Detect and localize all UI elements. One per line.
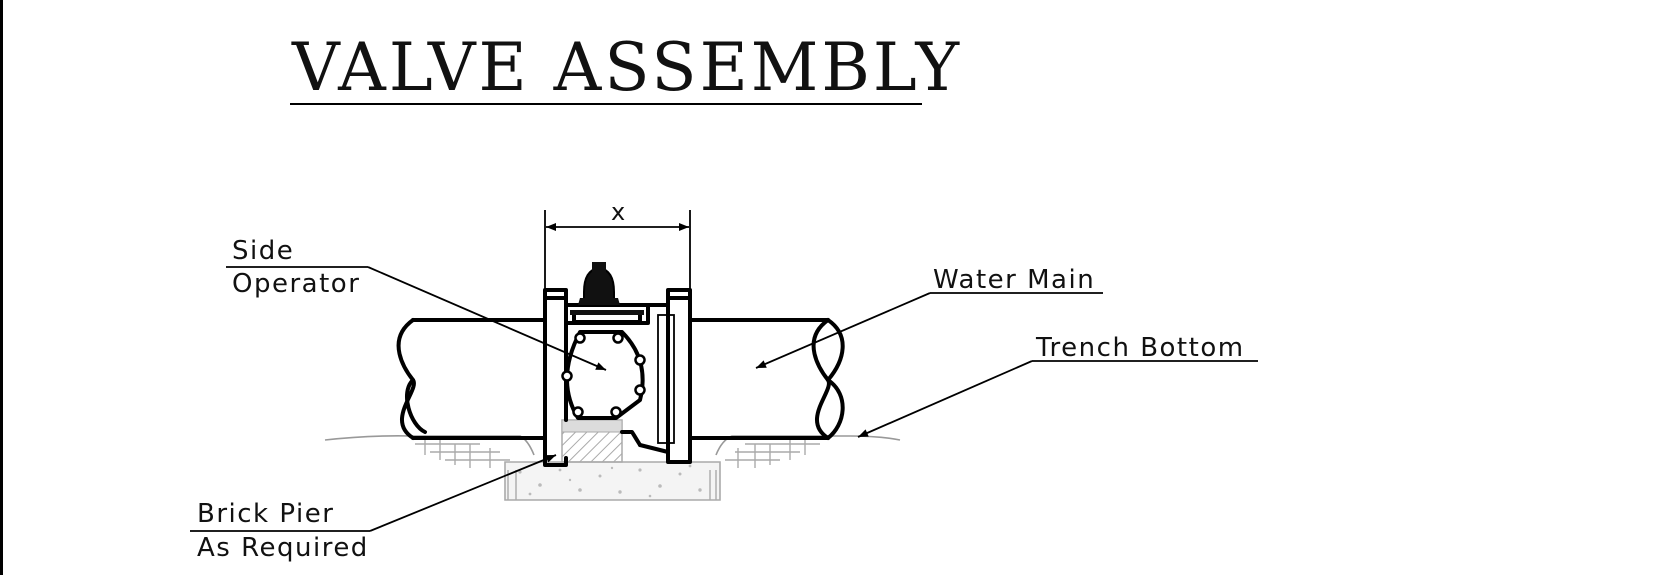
concrete-bedding xyxy=(504,461,721,501)
valve-body xyxy=(543,288,692,467)
callout-water-main-label: Water Main xyxy=(933,265,1095,295)
side-operator xyxy=(561,330,646,420)
valve-bonnet xyxy=(564,262,650,325)
dimension-x: x xyxy=(544,198,691,290)
water-main-pipe-left xyxy=(396,318,547,440)
trench-ground xyxy=(324,435,901,468)
callout-side-operator-line1: Side xyxy=(232,236,294,266)
callout-side-operator: Side Operator xyxy=(226,236,607,371)
callout-brick-pier: Brick Pier As Required xyxy=(190,454,557,563)
callout-trench-bottom-label: Trench Bottom xyxy=(1035,333,1245,363)
brick-pier-cap xyxy=(561,419,623,433)
callout-trench-bottom: Trench Bottom xyxy=(857,333,1258,438)
dimension-x-label: x xyxy=(611,198,625,226)
callout-water-main: Water Main xyxy=(755,265,1103,369)
water-main-pipe-right xyxy=(688,318,845,440)
page-title: VALVE ASSEMBLY xyxy=(291,29,962,106)
callout-brick-pier-line2: As Required xyxy=(197,533,369,563)
callout-brick-pier-line1: Brick Pier xyxy=(197,499,334,529)
callout-side-operator-line2: Operator xyxy=(232,269,360,299)
